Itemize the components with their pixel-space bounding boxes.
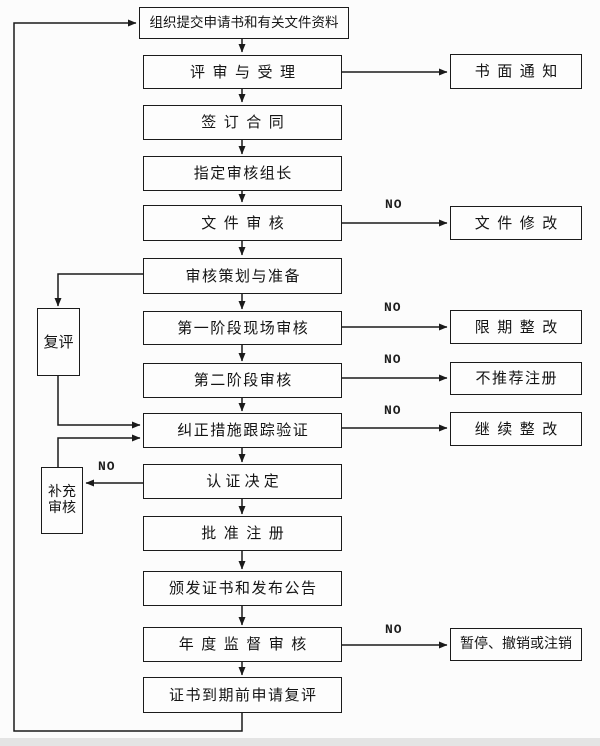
node-apply-reassessment-before-expiry: 证书到期前申请复评 (143, 677, 342, 713)
node-document-review: 文件审核 (143, 205, 342, 241)
node-stage1-onsite-audit: 第一阶段现场审核 (143, 311, 342, 345)
node-sign-contract: 签订合同 (143, 105, 342, 140)
node-stage2-audit: 第二阶段审核 (143, 363, 342, 398)
node-rectify-within-deadline: 限期整改 (450, 310, 582, 344)
node-audit-planning: 审核策划与准备 (143, 258, 342, 294)
arrow-reassessment-to-corrective (57, 375, 141, 429)
arrow-planning-to-reassessment (54, 273, 143, 307)
no-label-document-review: NO (385, 197, 403, 212)
node-reassessment: 复评 (37, 308, 80, 376)
node-reassessment-label: 复评 (43, 333, 74, 351)
node-continue-rectification: 继续整改 (450, 412, 582, 446)
node-written-notice: 书面通知 (450, 54, 582, 89)
no-label-stage2: NO (384, 352, 402, 367)
no-label-corrective: NO (384, 403, 402, 418)
no-label-stage1: NO (384, 300, 402, 315)
node-document-modification: 文件修改 (450, 206, 582, 240)
node-supplementary-audit: 补充审核 (41, 467, 83, 534)
no-label-decision: NO (98, 459, 116, 474)
node-not-recommend-registration: 不推荐注册 (450, 362, 582, 395)
node-approve-registration: 批准注册 (143, 516, 342, 551)
node-assign-audit-leader: 指定审核组长 (143, 156, 342, 191)
node-submit-application: 组织提交申请书和有关文件资料 (139, 7, 349, 39)
node-review-acceptance: 评审与受理 (143, 55, 342, 89)
node-annual-surveillance-audit: 年度监督审核 (143, 627, 342, 662)
node-suspend-revoke-cancel: 暂停、撤销或注销 (450, 628, 582, 661)
arrow-supplementary-to-corrective (57, 434, 141, 467)
node-supplementary-audit-label: 补充审核 (48, 484, 76, 516)
no-label-surveillance: NO (385, 622, 403, 637)
image-bottom-edge (0, 738, 600, 746)
arrow-reassess-loop-to-submit (13, 19, 243, 732)
node-corrective-action-verification: 纠正措施跟踪验证 (143, 413, 342, 448)
node-issue-certificate-announce: 颁发证书和发布公告 (143, 571, 342, 606)
node-certification-decision: 认证决定 (143, 464, 342, 499)
